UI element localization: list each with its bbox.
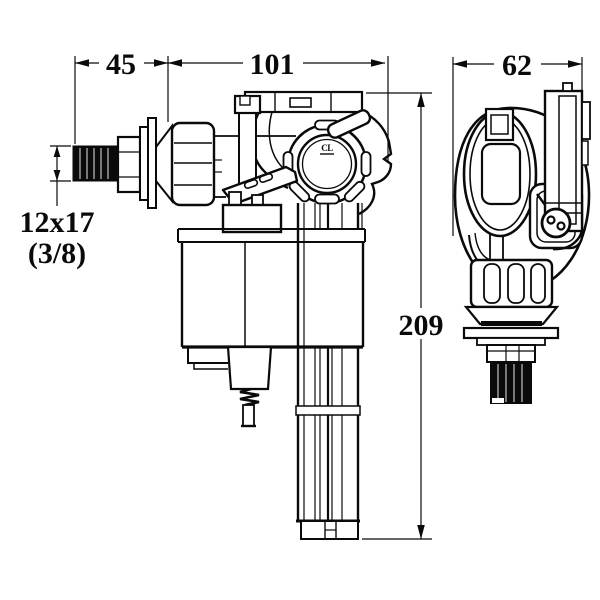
- top-tab-notch: [490, 114, 509, 135]
- bracket-pin: [562, 82, 573, 92]
- dim-62-label: 62: [502, 49, 532, 82]
- arrowhead: [453, 60, 467, 68]
- knurl-rib: [483, 263, 501, 304]
- adjuster-knob: [540, 207, 572, 239]
- arrowhead: [154, 59, 168, 67]
- cup-underside: [187, 345, 273, 428]
- dim-101-label: 101: [250, 48, 295, 81]
- knurled-nut: [170, 121, 216, 207]
- arm-slot: [258, 173, 274, 183]
- arrowhead: [53, 146, 61, 157]
- arrowhead: [568, 60, 582, 68]
- arrowhead: [75, 59, 89, 67]
- label-mask: [99, 49, 144, 76]
- mounting-bracket: [543, 82, 591, 251]
- arrowhead: [417, 525, 425, 539]
- dim-209-label: 209: [399, 309, 444, 342]
- dim-45-label: 45: [106, 48, 136, 81]
- bracket-hook: [552, 230, 584, 251]
- cone-seal-side: [463, 305, 560, 326]
- float-cup: [177, 228, 366, 349]
- thread-size-label: 12x17: [20, 206, 95, 239]
- side-inlet-assembly: [462, 258, 560, 404]
- wedge-shape: [326, 109, 372, 139]
- housing-tab: [289, 97, 312, 108]
- valve-seat-block: [226, 345, 273, 391]
- bracket-side-tab: [581, 140, 589, 166]
- adjuster-pin: [242, 404, 255, 427]
- cone-seal: [155, 123, 173, 204]
- inlet-thread-side: [490, 362, 532, 404]
- washer-side: [476, 337, 546, 346]
- arm-slot: [243, 179, 259, 189]
- dimension-209: 209: [393, 93, 449, 539]
- thread-ridges: [79, 148, 109, 179]
- washer-plate: [139, 126, 149, 201]
- knurl-rib: [507, 263, 525, 304]
- label-mask: [393, 308, 449, 339]
- dimensions: 45 101 62 209: [20, 48, 583, 540]
- front-view: CL: [72, 90, 393, 540]
- inlet-assembly: [72, 117, 216, 209]
- ring-tab: [343, 180, 366, 203]
- flange-plate-side: [462, 326, 560, 340]
- arrowhead: [168, 59, 182, 67]
- cap-right-outline: [358, 110, 393, 216]
- knurl-rib: [530, 263, 546, 304]
- hex-nut: [116, 135, 142, 194]
- thread-notch: [492, 398, 504, 403]
- dimension-62: 62: [453, 49, 582, 82]
- bracket-side-tab: [581, 101, 591, 140]
- cap-left-inner-curve: [268, 111, 284, 169]
- ring-tab: [314, 193, 340, 205]
- dimension-101: 101: [168, 48, 385, 81]
- lever-base-block: [221, 203, 283, 234]
- bracket-plate-inner: [558, 95, 577, 225]
- label-mask: [494, 50, 541, 77]
- valve-shaft: [295, 203, 363, 540]
- ring-tab: [360, 151, 372, 177]
- cam-inner-circle: [296, 133, 358, 195]
- cam-lever-wedge: [326, 109, 372, 139]
- knob-dot: [546, 215, 556, 225]
- float-window: [480, 142, 522, 206]
- thread-size-alt-label: (3/8): [28, 237, 86, 270]
- lever-assembly: [221, 94, 299, 234]
- arrowhead: [417, 93, 425, 107]
- spring: [239, 387, 260, 407]
- side-view: [453, 82, 591, 404]
- dimension-45: 45: [75, 48, 168, 81]
- gasket: [481, 321, 542, 326]
- arrowhead: [371, 59, 385, 67]
- cam-inner-circle-2: [301, 138, 353, 190]
- post-cap-notch: [239, 95, 251, 106]
- brand-logo: CL: [321, 143, 333, 153]
- valve-head: CL: [243, 90, 393, 216]
- thread-size-callout: 12x17 (3/8): [20, 145, 95, 270]
- knob-dot: [556, 221, 566, 231]
- hex-nut-side: [486, 344, 536, 363]
- thread-ridges-side: [497, 364, 523, 402]
- bracket-step-2: [193, 363, 228, 370]
- flange-plate: [147, 117, 157, 209]
- arrowhead: [53, 170, 61, 181]
- bracket-step: [187, 347, 228, 364]
- label-mask: [243, 49, 303, 76]
- shaft-crossbar: [295, 405, 361, 416]
